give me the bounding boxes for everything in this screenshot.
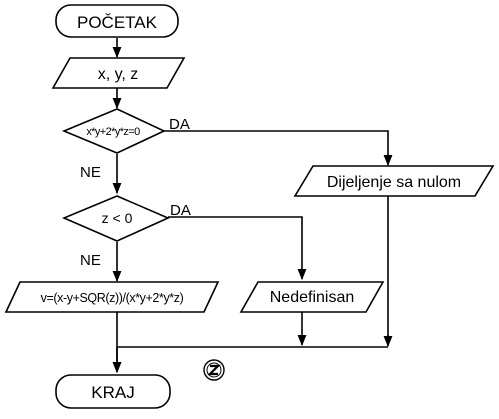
arrow-decision1-yes [163, 130, 393, 167]
output-division-label: Dijeljenje sa nulom [327, 174, 461, 191]
compute-label: v=(x-y+SQR(z))/(x*y+2*y*z) [41, 291, 184, 305]
decision2-yes-label: DA [170, 202, 191, 219]
input-block: x, y, z [51, 57, 186, 89]
start-terminal: POČETAK [55, 4, 179, 38]
connectors [112, 38, 393, 374]
arrow-decision2-yes [168, 216, 307, 281]
decision1-label: x*y+2*y*z=0 [86, 126, 140, 138]
start-label: POČETAK [77, 13, 158, 32]
end-terminal: KRAJ [55, 374, 171, 409]
output-division-block: Dijeljenje sa nulom [293, 165, 495, 197]
input-label: x, y, z [98, 66, 139, 83]
decision-2: z < 0 DA NE [61, 195, 191, 269]
decision1-yes-label: DA [169, 116, 190, 133]
decision-1: x*y+2*y*z=0 DA NE [61, 108, 190, 181]
decision1-no-label: NE [80, 164, 101, 181]
logo-icon [203, 359, 225, 381]
output-undefined-block: Nedefinisan [239, 281, 385, 313]
compute-block: v=(x-y+SQR(z))/(x*y+2*y*z) [4, 281, 220, 313]
output-undefined-label: Nedefinisan [270, 289, 355, 306]
end-label: KRAJ [91, 383, 134, 402]
decision2-no-label: NE [80, 252, 101, 269]
decision2-label: z < 0 [102, 210, 133, 226]
